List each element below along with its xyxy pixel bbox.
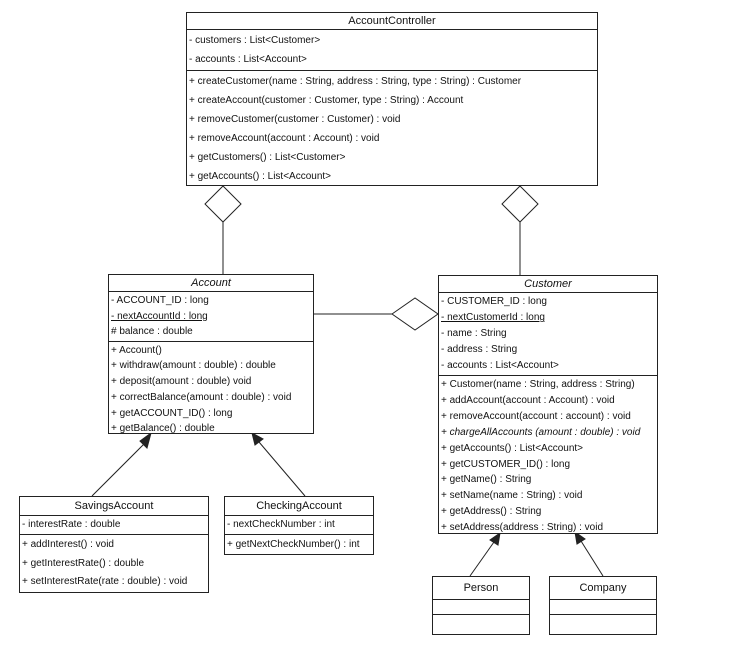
operation-row: + setName(name : String) : void — [441, 490, 583, 502]
operations-section: + addInterest() : void + getInterestRate… — [20, 535, 208, 593]
operation-row: + setAddress(address : String) : void — [441, 522, 604, 534]
operation-row: + getBalance() : double — [111, 423, 215, 435]
attribute-row: - address : String — [441, 344, 518, 355]
operation-row: + getInterestRate() : double — [22, 557, 145, 569]
operations-section: + getNextCheckNumber() : int — [225, 535, 373, 555]
operations-section: + createCustomer(name : String, address … — [187, 71, 597, 187]
attribute-row: - accounts : List<Account> — [441, 360, 559, 371]
operation-row: + removeAccount(account : Account) : voi… — [189, 133, 380, 144]
attribute-row: - customers : List<Customer> — [189, 35, 321, 46]
attributes-section: - nextCheckNumber : int — [225, 516, 373, 535]
operation-row: + getAccounts() : List<Account> — [189, 171, 332, 182]
operation-row: + createAccount(customer : Customer, typ… — [189, 95, 464, 106]
operations-section: + Customer(name : String, address : Stri… — [439, 376, 657, 537]
company-generalization-arrowhead — [574, 530, 586, 545]
controller-account-aggregation-diamond — [204, 185, 242, 223]
operation-row: + correctBalance(amount : double) : void — [111, 391, 292, 403]
operations-section — [433, 615, 529, 629]
operation-row: + getCustomers() : List<Customer> — [189, 152, 346, 163]
person-generalization-arrowhead — [489, 531, 501, 546]
attribute-row: - ACCOUNT_ID : long — [111, 295, 209, 306]
account-controller-class: AccountController - customers : List<Cus… — [186, 12, 598, 186]
person-class: Person — [432, 576, 530, 635]
checking-generalization-line — [258, 441, 306, 497]
attribute-row: - interestRate : double — [22, 519, 121, 530]
class-name: SavingsAccount — [20, 497, 208, 516]
operation-row: + removeCustomer(customer : Customer) : … — [189, 114, 401, 125]
operation-row: + getACCOUNT_ID() : long — [111, 407, 233, 419]
checking-generalization-arrowhead — [251, 432, 264, 446]
attribute-row: - nextAccountId : long — [111, 310, 208, 322]
checking-account-class: CheckingAccount - nextCheckNumber : int … — [224, 496, 374, 555]
attribute-row: - CUSTOMER_ID : long — [441, 296, 547, 307]
attributes-section — [433, 600, 529, 615]
account-class: Account - ACCOUNT_ID : long - nextAccoun… — [108, 274, 314, 434]
attributes-section: - CUSTOMER_ID : long - nextCustomerId : … — [439, 293, 657, 376]
class-name: Company — [550, 577, 656, 600]
operations-section — [550, 615, 656, 629]
attribute-row: # balance : double — [111, 326, 193, 337]
operation-row: + setInterestRate(rate : double) : void — [22, 576, 188, 587]
operation-row: + Customer(name : String, address : Stri… — [441, 379, 635, 390]
operation-row: + getCUSTOMER_ID() : long — [441, 458, 571, 470]
operation-row: + getNextCheckNumber() : int — [227, 539, 360, 550]
class-name: CheckingAccount — [225, 497, 373, 516]
person-generalization-line — [469, 541, 495, 577]
class-name: AccountController — [187, 13, 597, 30]
attributes-section: - ACCOUNT_ID : long - nextAccountId : lo… — [109, 292, 313, 342]
class-name: Customer — [439, 276, 657, 293]
savings-generalization-arrowhead — [139, 431, 152, 449]
attributes-section: - customers : List<Customer> - accounts … — [187, 30, 597, 71]
company-generalization-line — [580, 540, 604, 577]
operation-row: + Account() — [111, 344, 162, 356]
operation-row: + addAccount(account : Account) : void — [441, 394, 615, 406]
class-name: Person — [433, 577, 529, 600]
operation-row: + getAddress() : String — [441, 506, 542, 518]
operation-row: + getName() : String — [441, 474, 532, 486]
attributes-section — [550, 600, 656, 615]
operation-row: + chargeAllAccounts (amount : double) : … — [441, 426, 641, 438]
customer-account-aggregation-diamond — [391, 297, 439, 331]
operation-row: + deposit(amount : double) void — [111, 376, 252, 388]
operation-row: + addInterest() : void — [22, 539, 114, 550]
operation-row: + getAccounts() : List<Account> — [441, 442, 584, 454]
savings-account-class: SavingsAccount - interestRate : double +… — [19, 496, 209, 593]
controller-customer-aggregation-diamond — [501, 185, 539, 223]
operation-row: + withdraw(amount : double) : double — [111, 360, 276, 372]
operation-row: + removeAccount(account : account) : voi… — [441, 410, 631, 422]
savings-generalization-line — [91, 442, 146, 497]
attribute-row: - nextCustomerId : long — [441, 312, 545, 323]
attribute-row: - accounts : List<Account> — [189, 54, 307, 65]
operations-section: + Account() + withdraw(amount : double) … — [109, 342, 313, 439]
customer-class: Customer - CUSTOMER_ID : long - nextCust… — [438, 275, 658, 534]
company-class: Company — [549, 576, 657, 635]
attribute-row: - nextCheckNumber : int — [227, 519, 335, 530]
attributes-section: - interestRate : double — [20, 516, 208, 535]
class-name: Account — [109, 275, 313, 292]
attribute-row: - name : String — [441, 328, 507, 339]
operation-row: + createCustomer(name : String, address … — [189, 76, 522, 87]
